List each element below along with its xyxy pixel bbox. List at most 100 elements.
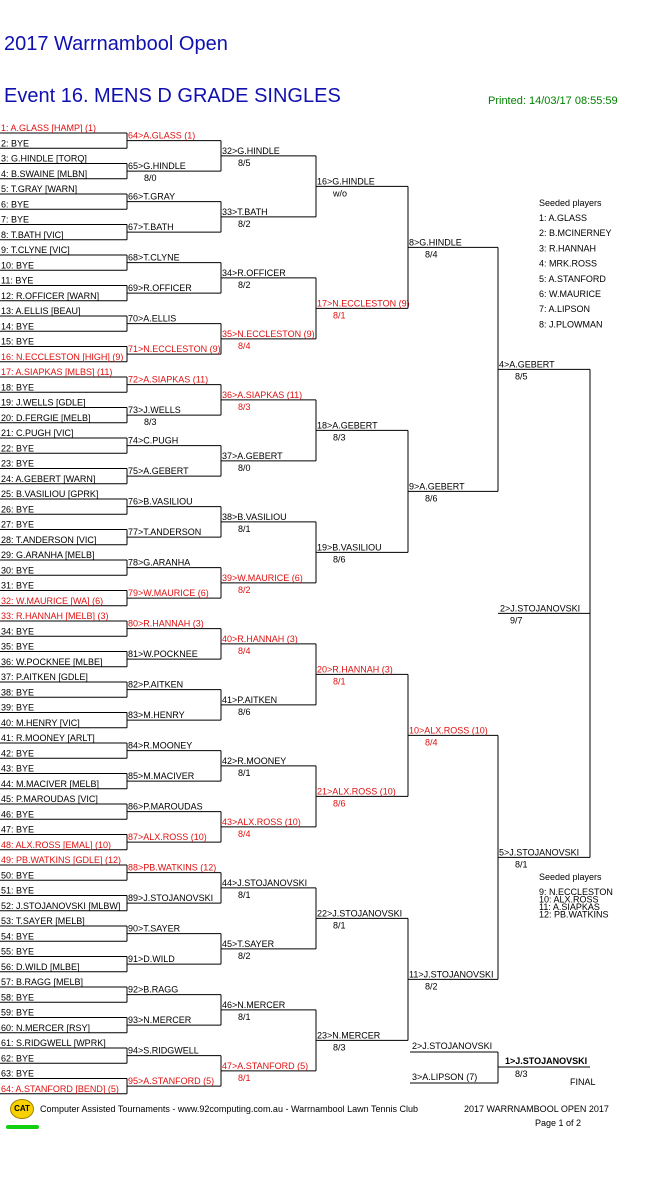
- round1-entry: 56: D.WILD [MLBE]: [1, 962, 80, 972]
- round2-entry: 82>P.AITKEN: [128, 680, 183, 690]
- round1-entry: 23: BYE: [1, 459, 34, 469]
- final-bottom-entry: 3>A.LIPSON (7): [412, 1072, 477, 1082]
- round1-entry: 25: B.VASILIOU [GPRK]: [1, 489, 98, 499]
- round2-entry: 73>J.WELLS: [128, 405, 181, 415]
- round2-score: 8/0: [144, 173, 157, 183]
- round1-entry: 42: BYE: [1, 748, 34, 758]
- round5-entry: 8>G.HINDLE: [409, 237, 462, 247]
- round1-entry: 12: R.OFFICER [WARN]: [1, 291, 99, 301]
- round1-entry: 52: J.STOJANOVSKI [MLBW]: [1, 901, 120, 911]
- semifinal-winner-entry: 2>J.STOJANOVSKI: [500, 603, 580, 613]
- round1-entry: 58: BYE: [1, 992, 34, 1002]
- round1-entry: 62: BYE: [1, 1053, 34, 1063]
- round1-entry: 47: BYE: [1, 825, 34, 835]
- round1-entry: 45: P.MAROUDAS [VIC]: [1, 794, 98, 804]
- final-label: FINAL: [570, 1077, 596, 1087]
- printed-timestamp: Printed: 14/03/17 08:55:59: [488, 95, 618, 107]
- round2-entry: 79>W.MAURICE (6): [128, 588, 209, 598]
- round1-entry: 24: A.GEBERT [WARN]: [1, 474, 95, 484]
- round1-entry: 49: PB.WATKINS [GDLE] (12): [1, 855, 121, 865]
- round3-entry: 41>P.AITKEN: [222, 695, 277, 705]
- seeded-list-top-item: 4: MRK.ROSS: [539, 259, 597, 269]
- seeded-list-top-item: 3: R.HANNAH: [539, 243, 596, 253]
- round2-entry: 89>J.STOJANOVSKI: [128, 893, 213, 903]
- round1-entry: 39: BYE: [1, 703, 34, 713]
- round3-score: 8/0: [238, 463, 251, 473]
- round3-score: 8/1: [238, 1073, 251, 1083]
- round3-score: 8/1: [238, 1012, 251, 1022]
- round4-score: 8/1: [333, 310, 346, 320]
- round2-entry: 93>N.MERCER: [128, 1015, 192, 1025]
- round6-score: 8/5: [515, 371, 528, 381]
- footer-credit: Computer Assisted Tournaments - www.92co…: [40, 1104, 419, 1114]
- round1-entry: 54: BYE: [1, 931, 34, 941]
- round3-entry: 40>R.HANNAH (3): [222, 634, 298, 644]
- round3-score: 8/4: [238, 646, 251, 656]
- round1-entry: 40: M.HENRY [VIC]: [1, 718, 80, 728]
- round2-entry: 68>T.CLYNE: [128, 253, 180, 263]
- seeded-list-bottom-title: Seeded players: [539, 872, 602, 882]
- round2-entry: 90>T.SAYER: [128, 924, 181, 934]
- round1-entry: 30: BYE: [1, 565, 34, 575]
- round3-score: 8/5: [238, 158, 251, 168]
- round1-entry: 11: BYE: [1, 276, 33, 286]
- round2-entry: 86>P.MAROUDAS: [128, 802, 203, 812]
- round3-score: 8/1: [238, 524, 251, 534]
- round2-entry: 71>N.ECCLESTON (9): [128, 344, 221, 354]
- round2-entry: 70>A.ELLIS: [128, 314, 176, 324]
- round4-score: w/o: [332, 188, 347, 198]
- seeded-list-bottom-item: 9: N.ECCLESTON: [539, 887, 613, 897]
- round1-entry: 22: BYE: [1, 443, 34, 453]
- round6-entry: 5>J.STOJANOVSKI: [499, 847, 579, 857]
- round4-entry: 21>ALX.ROSS (10): [317, 786, 396, 796]
- round4-score: 8/3: [333, 432, 346, 442]
- round4-score: 8/6: [333, 798, 346, 808]
- round1-entry: 20: D.FERGIE [MELB]: [1, 413, 91, 423]
- round2-score: 8/3: [144, 417, 157, 427]
- round2-entry: 77>T.ANDERSON: [128, 527, 201, 537]
- round1-entry: 19: J.WELLS [GDLE]: [1, 398, 86, 408]
- round2-entry: 69>R.OFFICER: [128, 283, 192, 293]
- round2-entry: 81>W.POCKNEE: [128, 649, 198, 659]
- round2-entry: 95>A.STANFORD (5): [128, 1076, 214, 1086]
- round1-entry: 16: N.ECCLESTON [HIGH] (9): [1, 352, 123, 362]
- round3-entry: 32>G.HINDLE: [222, 146, 280, 156]
- seeded-list-top-title: Seeded players: [539, 198, 602, 208]
- round1-entry: 4: B.SWAINE [MLBN]: [1, 169, 87, 179]
- round1-entry: 43: BYE: [1, 764, 34, 774]
- round2-entry: 64>A.GLASS (1): [128, 131, 195, 141]
- round4-entry: 16>G.HINDLE: [317, 176, 375, 186]
- round2-entry: 76>B.VASILIOU: [128, 497, 193, 507]
- seeded-list-top-item: 7: A.LIPSON: [539, 304, 590, 314]
- round3-score: 8/2: [238, 951, 251, 961]
- round1-entry: 13: A.ELLIS [BEAU]: [1, 306, 81, 316]
- round5-score: 8/2: [425, 981, 438, 991]
- round3-entry: 36>A.SIAPKAS (11): [222, 390, 302, 400]
- semifinal-winner-score: 9/7: [510, 615, 523, 625]
- round3-entry: 38>B.VASILIOU: [222, 512, 287, 522]
- round1-entry: 31: BYE: [1, 581, 34, 591]
- round1-entry: 18: BYE: [1, 382, 34, 392]
- round2-entry: 84>R.MOONEY: [128, 741, 192, 751]
- round6-entry: 4>A.GEBERT: [499, 359, 555, 369]
- round3-score: 8/6: [238, 707, 251, 717]
- round1-entry: 1: A.GLASS [HAMP] (1): [1, 123, 96, 133]
- round1-entry: 35: BYE: [1, 642, 34, 652]
- round1-entry: 41: R.MOONEY [ARLT]: [1, 733, 95, 743]
- tournament-title: 2017 Warrnambool Open: [4, 33, 228, 55]
- round5-entry: 9>A.GEBERT: [409, 481, 465, 491]
- round2-entry: 67>T.BATH: [128, 222, 174, 232]
- round3-entry: 42>R.MOONEY: [222, 756, 286, 766]
- round1-entry: 48: ALX.ROSS [EMAL] (10): [1, 840, 111, 850]
- round4-entry: 18>A.GEBERT: [317, 420, 378, 430]
- round1-entry: 50: BYE: [1, 870, 34, 880]
- seeded-list-top-item: 6: W.MAURICE: [539, 289, 601, 299]
- round1-entry: 6: BYE: [1, 199, 29, 209]
- logo-underline: [6, 1125, 39, 1129]
- round3-score: 8/2: [238, 280, 251, 290]
- round1-entry: 29: G.ARANHA [MELB]: [1, 550, 95, 560]
- round3-score: 8/4: [238, 341, 251, 351]
- event-title: Event 16. MENS D GRADE SINGLES: [4, 85, 341, 107]
- seeded-list-bottom-item: 10: ALX.ROSS: [539, 895, 599, 905]
- round2-entry: 91>D.WILD: [128, 954, 175, 964]
